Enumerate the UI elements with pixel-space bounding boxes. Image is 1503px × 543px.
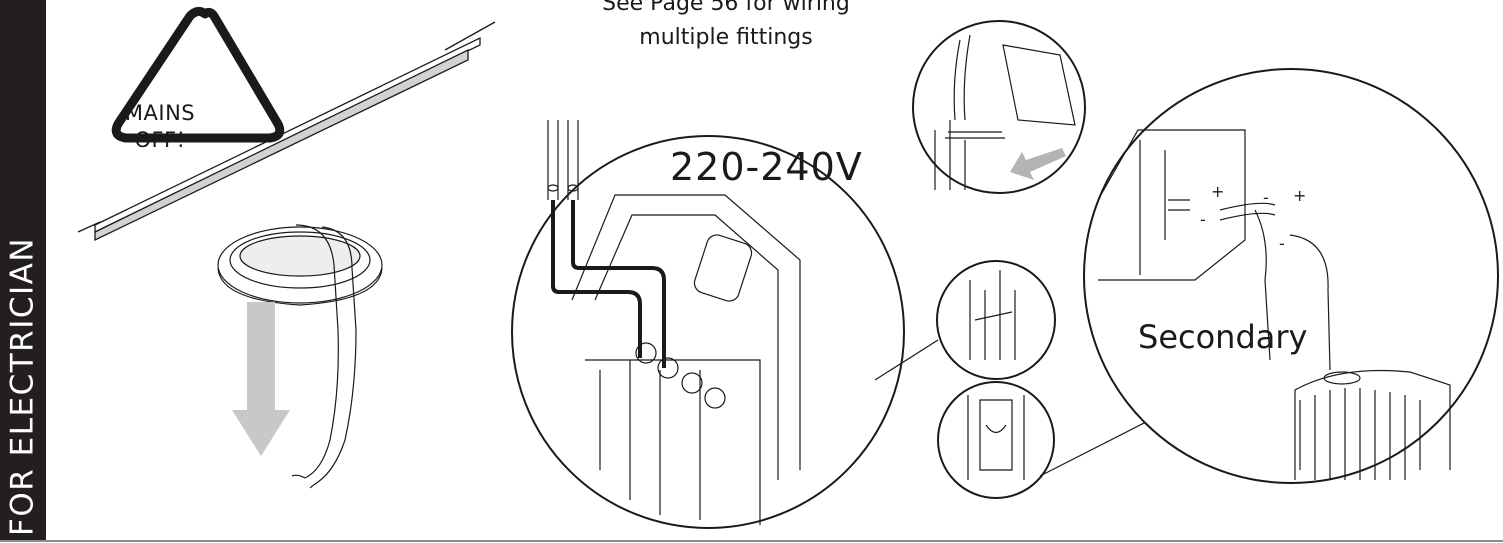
remove-arrow [232, 302, 290, 456]
side-view-detail [874, 260, 1151, 499]
polarity-minus-top: - [1263, 188, 1269, 207]
secondary-label: Secondary [1138, 318, 1308, 356]
bottom-divider [0, 540, 1503, 542]
polarity-plus-right: + [1293, 186, 1307, 205]
warning-line-2: OFF! [134, 128, 186, 152]
section-side-tab: FOR ELECTRICIAN [0, 0, 46, 540]
polarity-minus-right: - [1279, 234, 1285, 253]
ceiling-panel [77, 21, 496, 242]
wiring-note-line-2: multiple fittings [639, 25, 813, 50]
polarity-plus-left: + [1211, 182, 1225, 201]
warning-triangle [111, 6, 285, 143]
wiring-note: See Page 56 for wiring multiple fittings [556, 0, 896, 55]
terminal-detail [511, 120, 905, 529]
wiring-note-line-1: See Page 56 for wiring [602, 0, 850, 16]
warning-line-1: MAINS [124, 101, 196, 125]
mains-off-warning: MAINS OFF! [100, 100, 220, 154]
voltage-label: 220-240V [670, 145, 863, 189]
polarity-minus-left: - [1200, 210, 1206, 229]
connector-detail [912, 20, 1086, 194]
downlight-fitting [217, 224, 383, 489]
driver-detail [1083, 68, 1499, 484]
